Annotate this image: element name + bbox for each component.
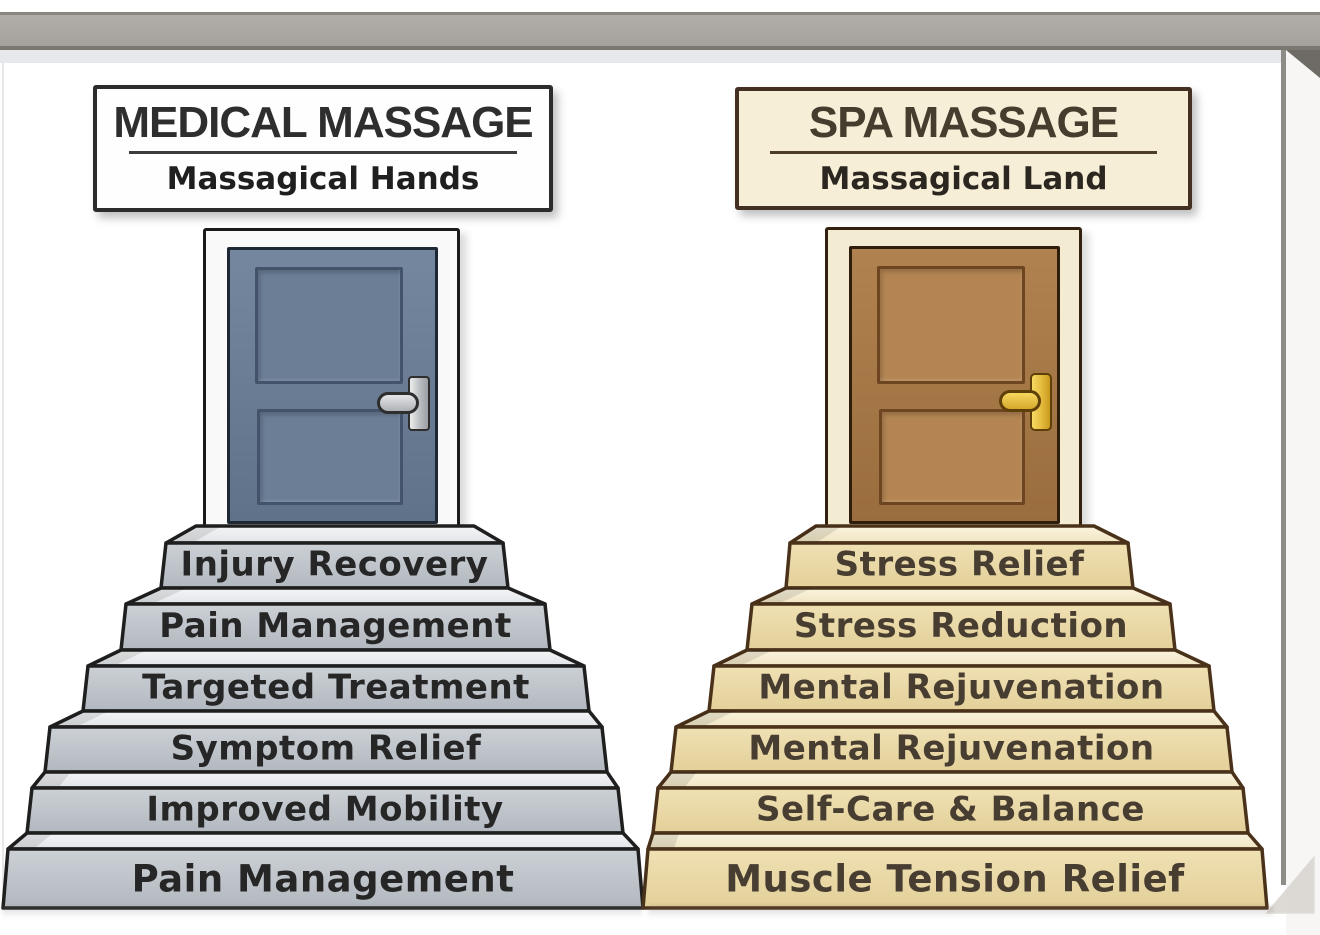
step-label: Mental Rejuvenation [748,728,1154,768]
stair-step: Muscle Tension Relief [641,831,1269,910]
stair-step: Injury Recovery [159,524,510,590]
step-label: Stress Relief [835,544,1085,584]
spa-door [849,246,1060,524]
step-front [159,541,510,590]
step-top-bevel [676,711,735,727]
right-wall-panel [1286,50,1320,935]
stair-step: Mental Rejuvenation [669,709,1234,774]
step-label: Pain Management [132,857,515,900]
step-label: Targeted Treatment [142,667,530,707]
stair-step: Improved Mobility [25,770,625,835]
stair-step: Symptom Relief [43,709,609,774]
spa-door-handle [999,373,1052,431]
stair-step: Stress Relief [784,524,1135,590]
step-top-bevel [714,650,773,666]
step-label: Injury Recovery [181,544,489,584]
step-top-surface [86,648,586,668]
step-top-surface [124,586,547,606]
medical-sign-subtitle: Massagical Hands [166,161,480,198]
left-wall-edge [2,63,4,908]
stair-step: Pain Management [1,831,645,910]
step-front [641,847,1269,910]
step-front [745,602,1177,652]
step-top-surface [48,709,604,729]
medical-door-frame [203,228,460,530]
step-top-bevel [752,588,812,604]
step-top-bevel [32,772,71,788]
step-front [119,602,552,652]
step-top-bevel [648,833,679,849]
spa-staircase-floor-shadow [648,906,1273,918]
stair-step: Mental Rejuvenation [707,648,1216,713]
step-top-surface [30,770,620,790]
step-front [25,786,625,835]
right-wall-edge [1281,50,1286,885]
step-top-bevel [658,772,697,788]
step-top-surface [712,648,1211,668]
step-front [1,847,645,910]
step-label: Pain Management [159,606,511,646]
spa-sign-title: SPA MASSAGE [808,97,1119,147]
step-top-bevel [8,833,53,849]
step-top-bevel [126,588,187,604]
medical-sign-divider [128,151,518,155]
spa-door-frame [825,227,1082,530]
medical-sign-title: MEDICAL MASSAGE [113,97,533,147]
medical-door-handle [377,376,430,431]
wall-beam [0,12,1320,50]
step-top-bevel [50,711,109,727]
medical-door [227,247,438,524]
medical-door-panel-bottom [257,409,403,505]
step-front [707,664,1216,713]
spa-massage-sign: SPA MASSAGE Massagical Land [735,87,1192,210]
medical-staircase-floor-shadow [2,906,642,918]
step-top-surface [6,831,640,851]
step-label: Symptom Relief [171,728,482,768]
medical-massage-sign: MEDICAL MASSAGE Massagical Hands [93,85,553,212]
step-label: Improved Mobility [146,789,503,829]
step-label: Self-Care & Balance [756,789,1145,829]
spa-door-handle-knob [999,390,1041,412]
beam-underlight [0,50,1285,63]
spa-sign-subtitle: Massagical Land [819,161,1108,198]
step-front [43,725,609,774]
step-front [784,541,1135,590]
spa-door-panel-top [877,266,1025,384]
step-front [651,786,1250,835]
step-front [669,725,1234,774]
step-top-surface [674,709,1229,729]
stair-step: Stress Reduction [745,586,1177,652]
step-label: Stress Reduction [794,606,1128,646]
step-label: Mental Rejuvenation [758,667,1164,707]
step-label: Muscle Tension Relief [725,857,1185,900]
spa-sign-divider [770,151,1157,155]
medical-door-panel-top [255,267,403,384]
step-top-surface [656,770,1245,790]
step-front [81,664,591,713]
stair-step: Targeted Treatment [81,648,591,713]
step-top-bevel [88,650,147,666]
stair-step: Self-Care & Balance [651,770,1250,835]
stair-step: Pain Management [119,586,552,652]
medical-door-handle-knob [377,392,419,414]
spa-door-panel-bottom [879,409,1025,505]
step-top-surface [750,586,1172,606]
step-top-surface [646,831,1264,851]
